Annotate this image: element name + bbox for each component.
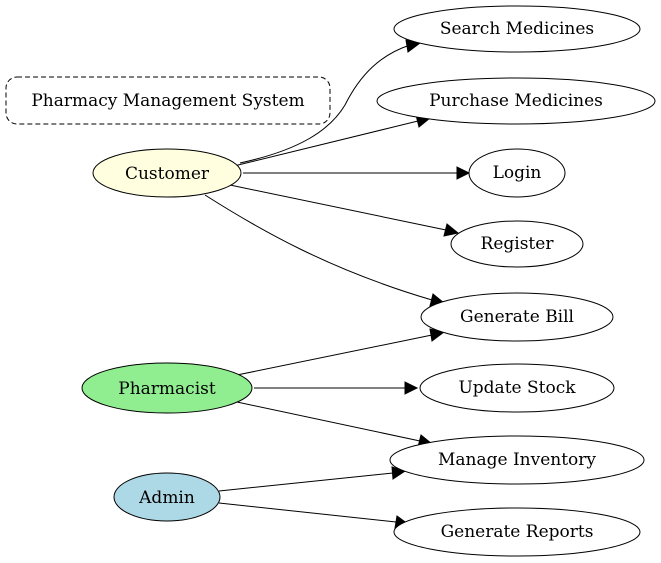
- use-case-reports-shape: [393, 507, 641, 557]
- system-label: Pharmacy Management System: [31, 91, 304, 111]
- edge-customer-search: [239, 44, 411, 164]
- use-case-reports: Generate Reports: [393, 507, 641, 557]
- use-case-search: Search Medicines: [393, 5, 641, 53]
- use-case-purchase: Purchase Medicines: [376, 77, 656, 125]
- edge-customer-purchase: [233, 120, 419, 167]
- edge-pharmacist-stock-arrow: [404, 381, 419, 395]
- actor-pharmacist-shape: [81, 362, 253, 414]
- use-case-bill-label: Generate Bill: [460, 307, 574, 327]
- use-case-inventory-label: Manage Inventory: [438, 450, 596, 470]
- use-case-login-shape: [468, 148, 566, 198]
- actor-customer-label: Customer: [125, 164, 210, 184]
- use-case-stock: Update Stock: [419, 363, 615, 413]
- edge-customer-register: [229, 184, 447, 231]
- edge-customer-login-arrow: [456, 166, 471, 180]
- use-case-search-label: Search Medicines: [440, 19, 594, 39]
- use-case-bill-shape: [420, 292, 614, 342]
- use-case-inventory-shape: [389, 435, 645, 485]
- edge-admin-reports: [218, 502, 397, 523]
- actor-admin-label: Admin: [138, 488, 195, 508]
- use-case-inventory: Manage Inventory: [389, 435, 645, 485]
- actor-pharmacist-label: Pharmacist: [118, 379, 216, 399]
- use-case-reports-label: Generate Reports: [441, 522, 594, 542]
- edge-pharmacist-bill: [236, 334, 433, 376]
- use-case-stock-label: Update Stock: [458, 378, 576, 398]
- edge-admin-inventory: [218, 472, 394, 492]
- actor-customer: Customer: [92, 148, 242, 198]
- use-case-stock-shape: [419, 363, 615, 413]
- edge-customer-register-arrow: [443, 223, 460, 237]
- actor-admin: Admin: [113, 472, 221, 522]
- edge-customer-bill: [204, 194, 433, 301]
- use-case-search-shape: [393, 5, 641, 53]
- system-label-border: [5, 76, 331, 125]
- actor-admin-shape: [113, 472, 221, 522]
- use-case-bill: Generate Bill: [420, 292, 614, 342]
- use-case-login: Login: [468, 148, 566, 198]
- use-case-purchase-shape: [376, 77, 656, 125]
- use-case-register-label: Register: [481, 234, 555, 254]
- edge-pharmacist-inventory: [236, 401, 421, 442]
- use-case-login-label: Login: [493, 163, 542, 183]
- use-case-register: Register: [450, 220, 584, 268]
- actor-pharmacist: Pharmacist: [81, 362, 253, 414]
- edges: [204, 39, 471, 529]
- use-case-register-shape: [450, 220, 584, 268]
- use-case-purchase-label: Purchase Medicines: [429, 91, 603, 111]
- system-label-box: Pharmacy Management System: [5, 76, 331, 125]
- actor-customer-shape: [92, 148, 242, 198]
